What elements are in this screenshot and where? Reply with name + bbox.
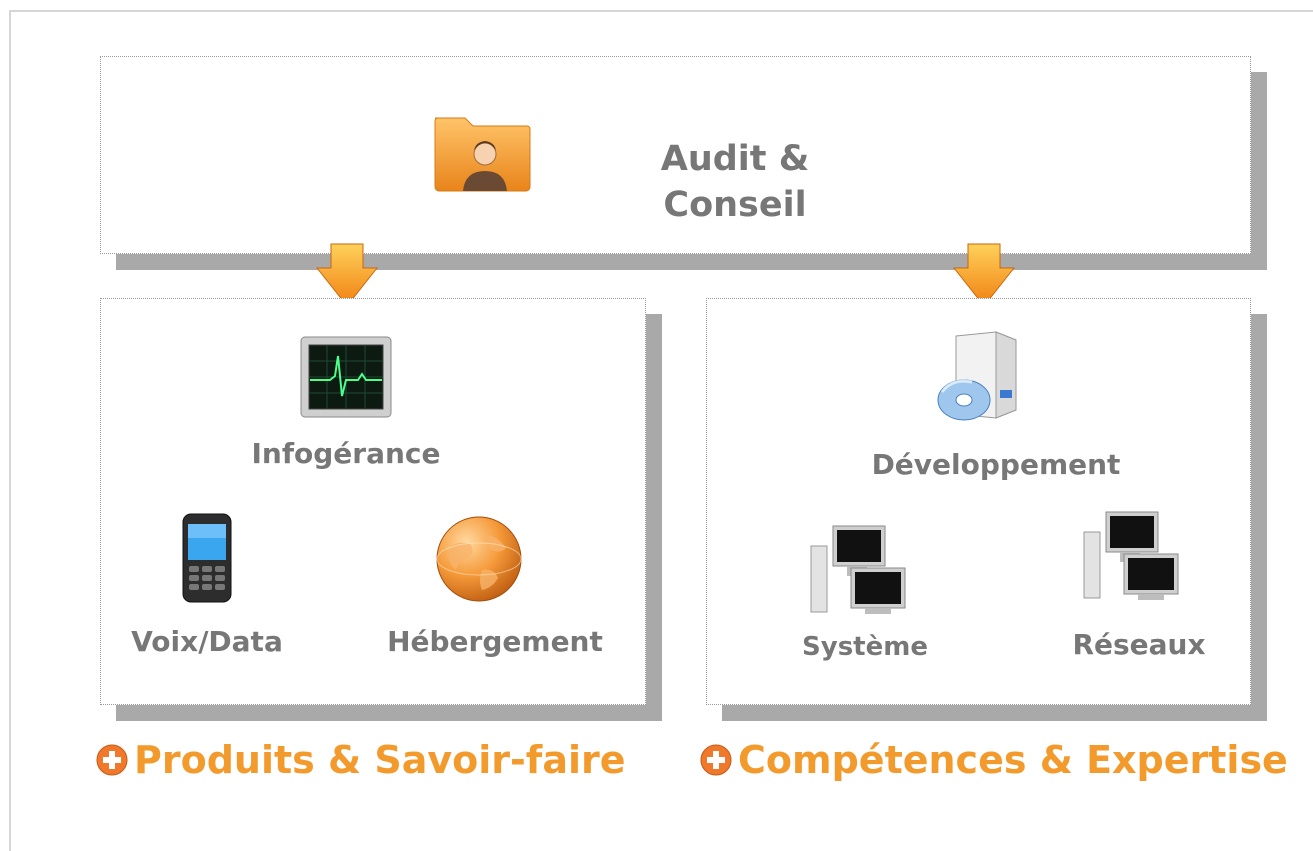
computers-network-icon bbox=[810, 525, 906, 614]
voix-data-label: Voix/Data bbox=[131, 625, 283, 658]
mobile-phone-icon bbox=[182, 513, 232, 603]
systeme-label: Système bbox=[802, 632, 928, 662]
software-box-cd-icon bbox=[937, 331, 1017, 421]
reseaux-label: Réseaux bbox=[1072, 628, 1206, 661]
user-folder-icon bbox=[434, 117, 531, 192]
web-globe-icon bbox=[436, 516, 522, 602]
skills-title-link[interactable]: Compétences & Expertise bbox=[700, 732, 1288, 788]
plus-circle-icon bbox=[96, 744, 128, 776]
activity-monitor-icon bbox=[300, 336, 392, 418]
computers-network-icon bbox=[1083, 511, 1179, 600]
arrow-down-left bbox=[316, 243, 378, 307]
skills-title: Compétences & Expertise bbox=[738, 738, 1288, 782]
products-title: Produits & Savoir-faire bbox=[134, 738, 626, 782]
developpement-label: Développement bbox=[871, 448, 1121, 481]
hebergement-label: Hébergement bbox=[387, 625, 603, 658]
products-title-link[interactable]: Produits & Savoir-faire bbox=[96, 732, 626, 788]
outer-frame bbox=[9, 10, 1313, 851]
infogerance-label: Infogérance bbox=[251, 437, 441, 470]
audit-box bbox=[100, 56, 1251, 254]
audit-label: Audit & Conseil bbox=[660, 139, 810, 225]
arrow-down-right bbox=[953, 243, 1015, 307]
plus-circle-icon bbox=[700, 744, 732, 776]
